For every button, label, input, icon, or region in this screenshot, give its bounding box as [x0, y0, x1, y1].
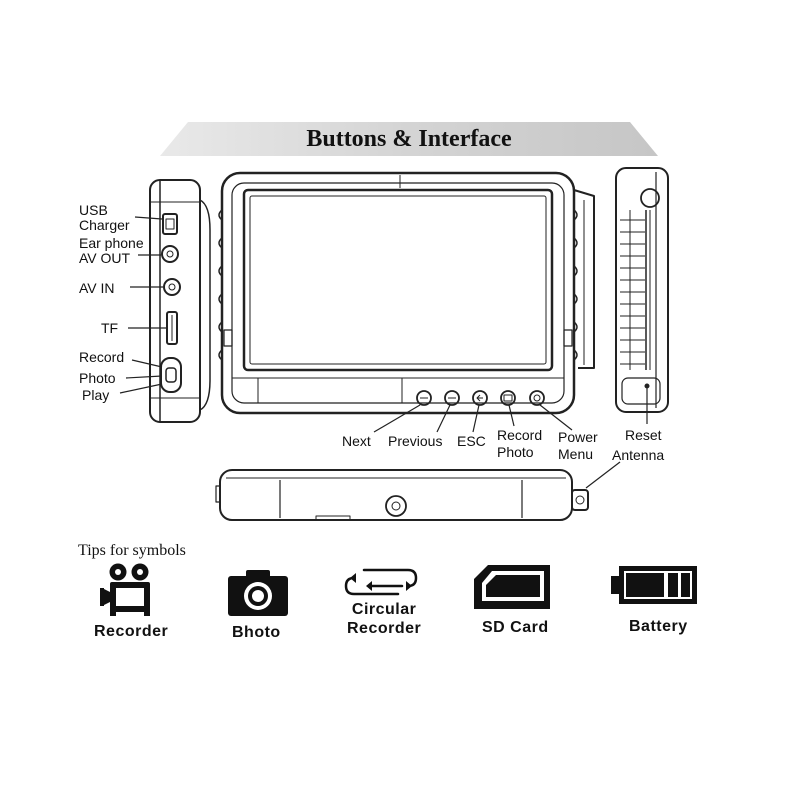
earphone-label-line1: Ear phone [79, 235, 144, 251]
circular-recorder-line2: Recorder [347, 620, 422, 637]
esc-label: ESC [457, 433, 486, 449]
antenna [573, 189, 595, 369]
usb-charger-label: USB Charger [79, 203, 130, 233]
usb-port [162, 213, 178, 235]
esc-button[interactable] [472, 390, 488, 406]
circular-recorder-line1: Circular [351, 601, 417, 618]
mode-switch [160, 357, 182, 393]
usb-label-line2: Charger [79, 217, 130, 233]
sd-card-symbol-label: SD Card [482, 619, 549, 636]
earphone-label-line2: AV OUT [79, 250, 131, 266]
power-menu-label: Power Menu [558, 430, 598, 462]
record-photo-line1: Record [497, 427, 543, 443]
antenna-label: Antenna [612, 447, 665, 463]
power-menu-button[interactable] [529, 390, 545, 406]
battery-symbol-label: Battery [629, 618, 688, 635]
video-camera-icon [100, 563, 150, 616]
device-left-side-view [119, 179, 211, 423]
record-photo-label: Record Photo [497, 428, 542, 460]
recorder-symbol-label: Recorder [94, 623, 169, 640]
record-photo-button[interactable] [500, 390, 516, 406]
tf-card-slot [166, 311, 178, 345]
previous-label: Previous [388, 433, 443, 449]
title-banner: Buttons & Interface [160, 122, 658, 156]
av-in-label: AV IN [79, 280, 115, 296]
loop-arrows-icon [344, 568, 418, 596]
photo-label: Photo [79, 370, 116, 386]
record-label: Record [79, 349, 125, 365]
power-menu-line2: Menu [558, 446, 594, 462]
screen [242, 188, 554, 372]
page-title: Buttons & Interface [306, 126, 512, 152]
next-button[interactable] [416, 390, 432, 406]
circular-recorder-symbol-label: Circular Recorder [347, 600, 421, 638]
reset-hole[interactable] [644, 383, 650, 389]
camera-icon [228, 570, 288, 616]
av-in-jack [163, 278, 181, 296]
usb-label-line1: USB [79, 202, 108, 218]
antenna-knob [571, 489, 589, 511]
battery-icon [611, 566, 697, 604]
device-right-side-view [615, 167, 669, 424]
tips-title: Tips for symbols [78, 542, 186, 559]
sd-card-icon [474, 565, 550, 609]
device-diagram [119, 167, 669, 521]
reset-label: Reset [625, 427, 662, 443]
record-photo-line2: Photo [497, 444, 534, 460]
play-label: Play [82, 387, 110, 403]
banner-background [160, 122, 658, 156]
earphone-jack [161, 245, 179, 263]
previous-button[interactable] [444, 390, 460, 406]
device-bottom-view [215, 461, 621, 521]
next-label: Next [342, 433, 371, 449]
power-menu-line1: Power [558, 429, 598, 445]
photo-symbol-label: Bhoto [232, 624, 281, 641]
tf-label: TF [101, 320, 119, 336]
device-front-view [218, 171, 595, 433]
earphone-av-out-label: Ear phone AV OUT [79, 236, 144, 266]
